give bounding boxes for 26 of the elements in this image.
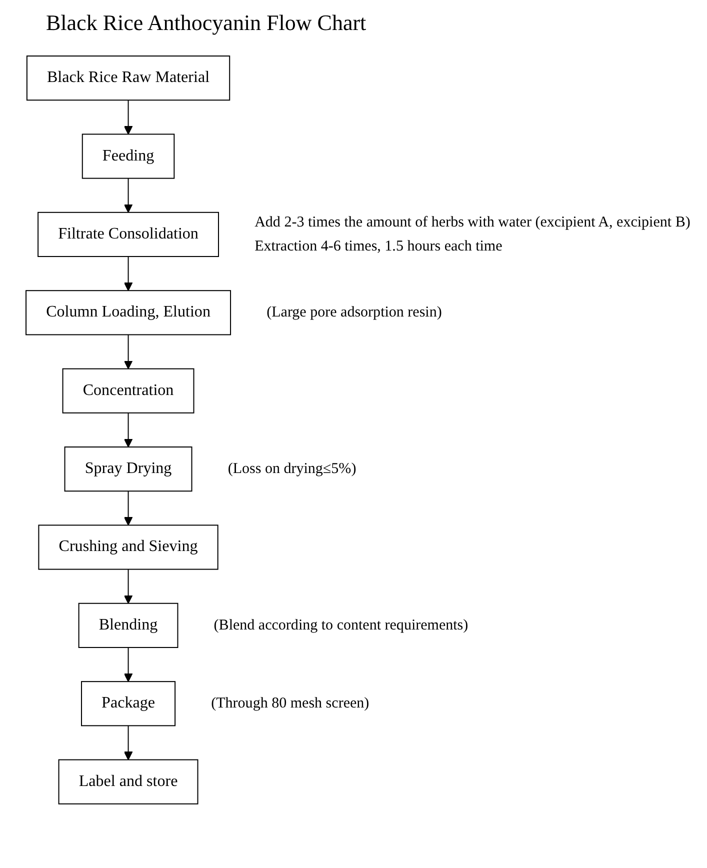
arrow [124, 490, 133, 526]
process-box: Spray Drying [64, 446, 192, 492]
process-box: Filtrate Consolidation [38, 212, 219, 258]
title: Black Rice Anthocyanin Flow Chart [46, 10, 366, 36]
process-box: Feeding [82, 134, 175, 179]
process-box: Concentration [62, 368, 194, 414]
process-box: Column Loading, Elution [26, 290, 232, 336]
process-box: Crushing and Sieving [38, 524, 218, 570]
arrow [124, 178, 133, 213]
process-box: Blending [78, 602, 178, 648]
annotation-text: (Loss on drying≤5%) [228, 461, 356, 478]
arrow [124, 725, 133, 760]
annotation-text: (Through 80 mesh screen) [211, 696, 370, 712]
arrow [124, 568, 133, 604]
annotation-text: (Blend according to content requirements) [214, 617, 468, 634]
arrow [124, 256, 133, 291]
process-box: Label and store [58, 759, 198, 804]
annotation-text: Add 2-3 times the amount of herbs with water (excipient A, excipient B) [254, 214, 690, 230]
process-box: Package [81, 681, 176, 726]
annotation-text: Extraction 4-6 times, 1.5 hours each time [254, 238, 502, 254]
process-box: Black Rice Raw Material [26, 56, 230, 101]
arrow [124, 100, 133, 135]
arrow [124, 646, 133, 682]
arrow [124, 412, 133, 448]
annotation-text: (Large pore adsorption resin) [266, 304, 442, 321]
arrow [124, 334, 133, 370]
